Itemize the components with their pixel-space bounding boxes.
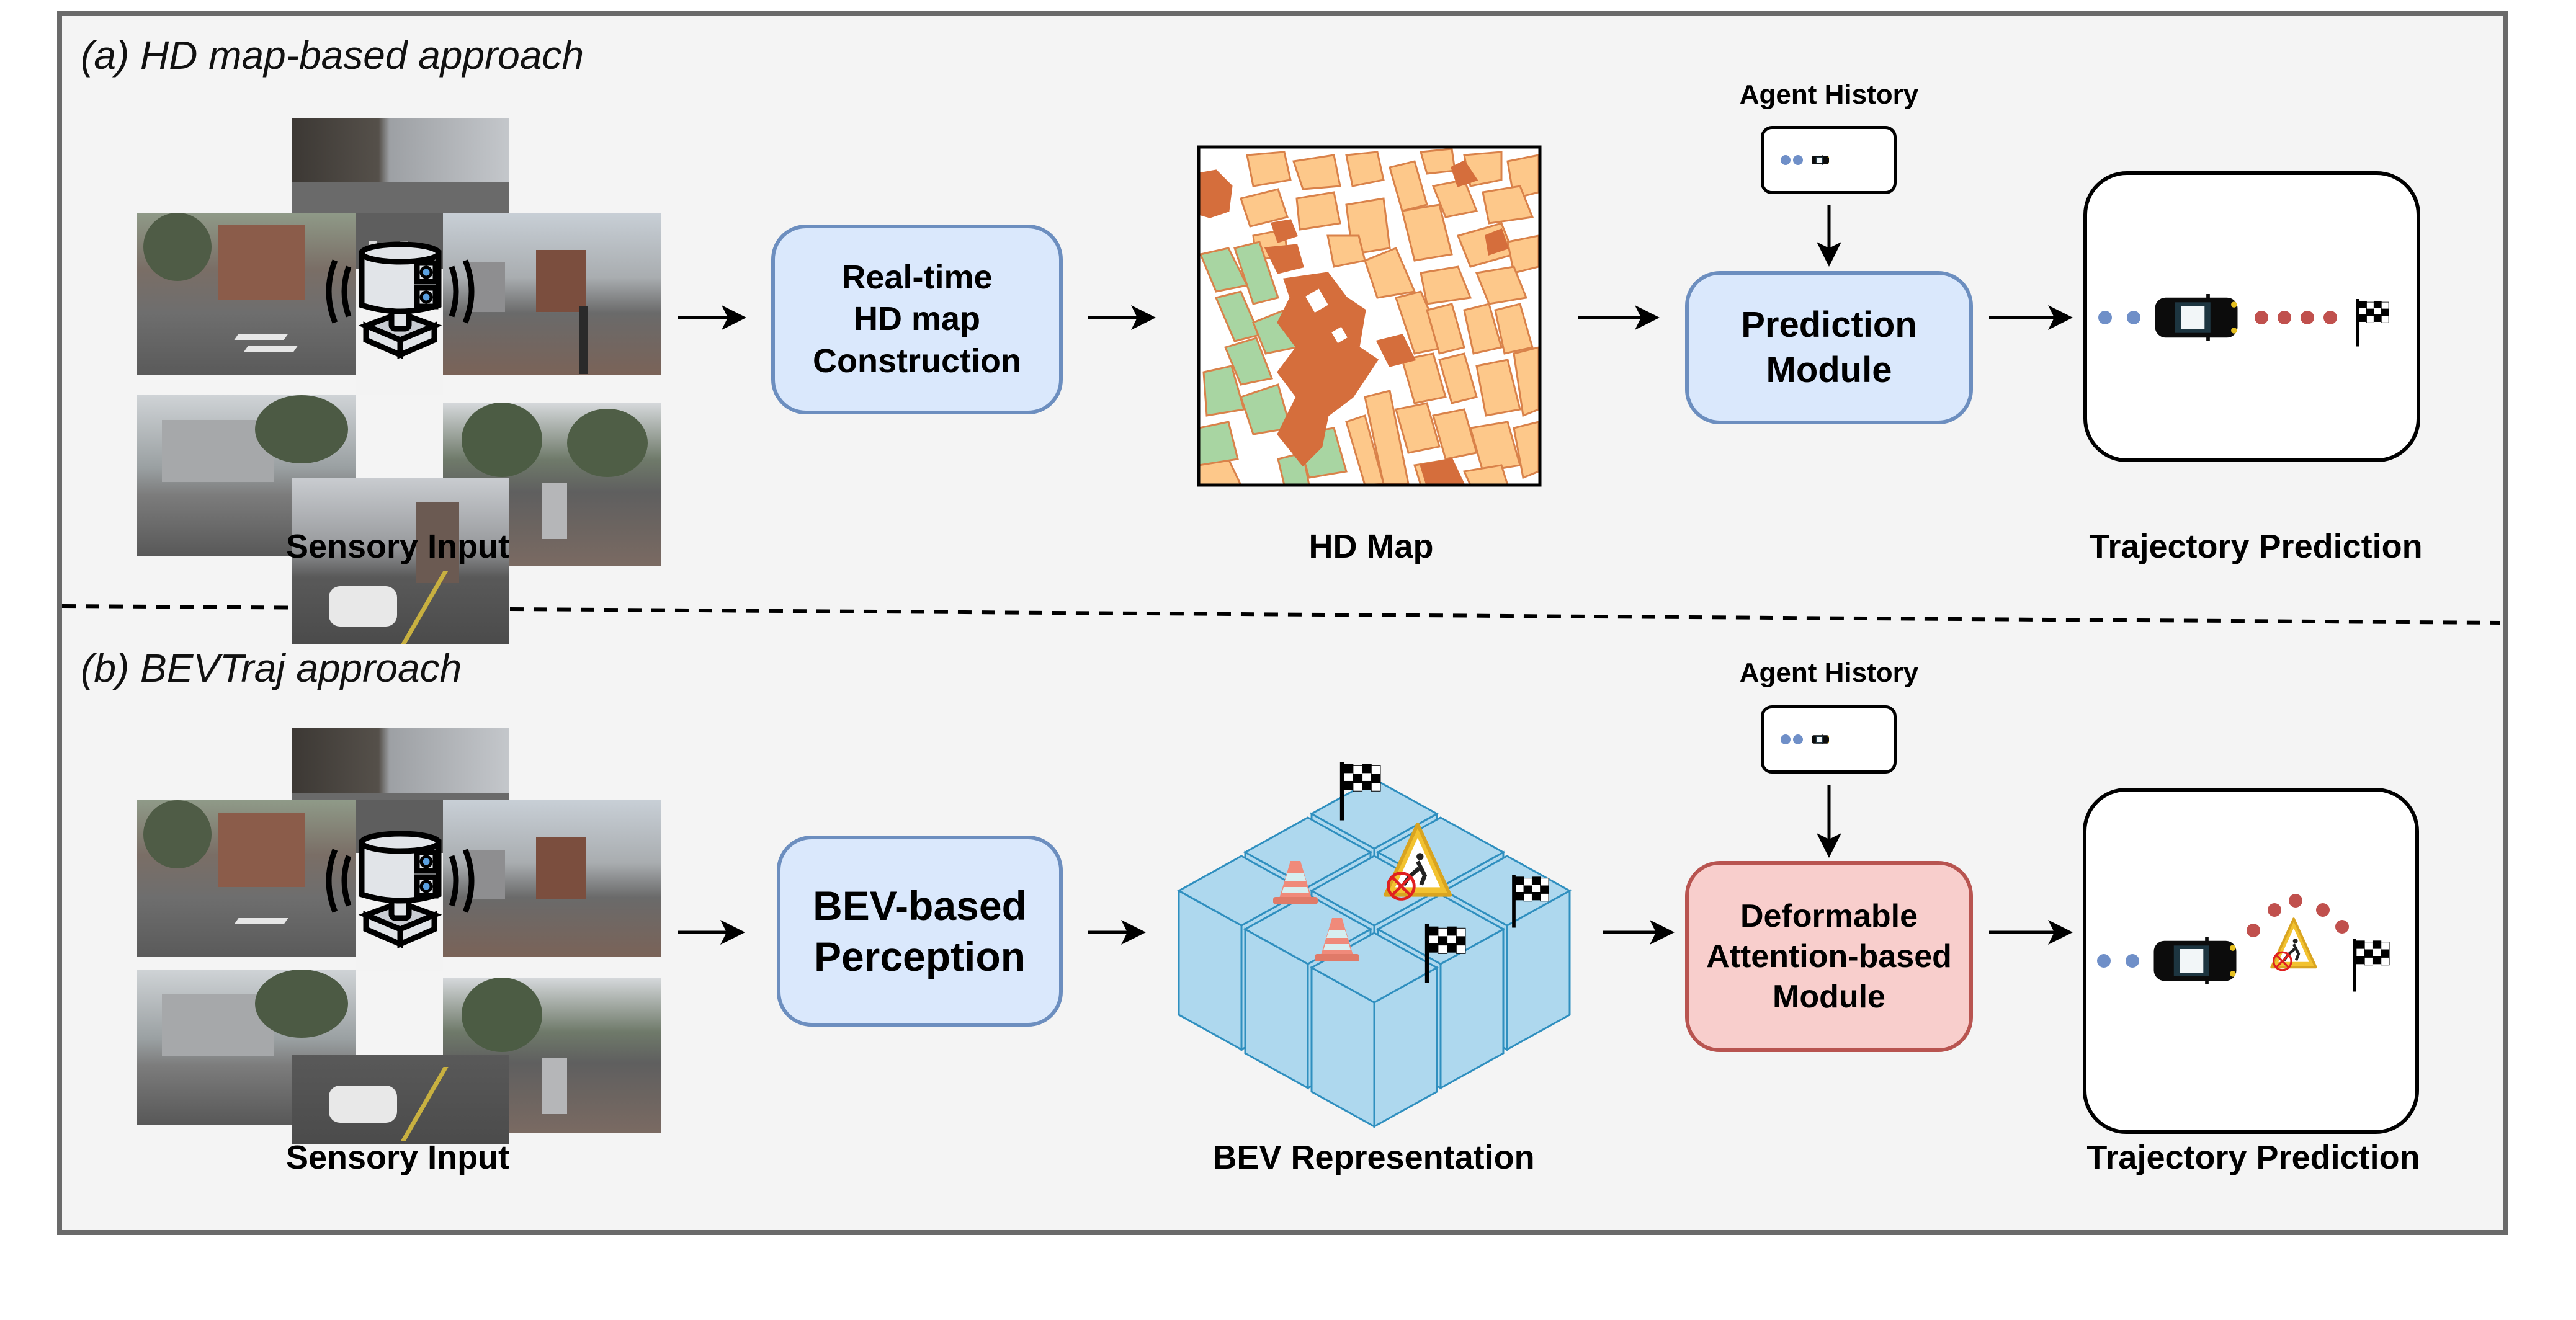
trajectory-content-a [2098,293,2389,347]
traffic-cone-icon [1315,918,1359,961]
history-dot [2097,954,2111,968]
checkered-flag-icon [1339,762,1381,821]
sensory-input-label-a: Sensory Input [285,528,510,565]
hd-map-construction-text: Real-time HD map Construction [813,258,1021,380]
future-dot [2247,924,2260,937]
checkered-flag-icon [2353,939,2390,992]
future-dot [2323,311,2337,324]
camera-image-front-left [137,213,356,375]
hd-map-construction-box: Real-time HD map Construction [771,225,1063,414]
agent-history-content [1781,154,1829,166]
deformable-attention-module-text: Deformable Attention-based Module [1706,898,1952,1015]
future-dot [2255,311,2268,324]
prediction-module-text: Prediction Module [1741,305,1917,390]
history-dot [1793,734,1803,744]
prohibited-circle-icon [2272,951,2292,971]
panel-a-title: (a) HD map-based approach [81,33,584,78]
sensory-input-label-b: Sensory Input [285,1139,510,1176]
history-dot [1781,155,1791,165]
map-landmark-buildings [1199,160,1509,485]
car-top-view-icon [2155,293,2238,342]
prohibited-circle-icon [1387,872,1416,901]
deformable-attention-module-box: Deformable Attention-based Module [1685,861,1973,1052]
car-top-view-icon [2153,937,2237,985]
car-top-view-icon [1812,154,1829,166]
future-dot [2301,311,2314,324]
future-dot [2268,903,2281,917]
camera-image-rear [292,1055,509,1144]
road-work-warning-sign-icon [1383,822,1452,901]
bev-representation-label: BEV Representation [1212,1139,1535,1176]
road-work-warning-sign-icon [2270,917,2317,971]
trajectory-prediction-label-a: Trajectory Prediction [2089,528,2423,565]
map-building-blocks [1199,148,1540,485]
trajectory-prediction-label-b: Trajectory Prediction [2086,1139,2420,1176]
camera-image-front-left [137,800,356,957]
history-dot [2127,311,2140,324]
history-dot [2098,311,2112,324]
agent-history-content [1781,734,1829,745]
checkered-flag-icon [1512,875,1549,928]
agent-history-label-b: Agent History [1739,658,1919,688]
camera-image-front [292,118,509,217]
camera-image-rear [292,478,509,644]
panel-b-title: (b) BEVTraj approach [81,646,462,690]
camera-image-back-right [443,800,661,957]
trajectory-content-b [2097,894,2390,992]
agent-history-label-a: Agent History [1739,79,1919,110]
camera-image-back-right [443,213,661,375]
history-dot [1793,155,1803,165]
future-dot [2278,311,2291,324]
car-top-view-icon [1812,734,1829,745]
prediction-module-box: Prediction Module [1685,271,1973,424]
hd-map-label: HD Map [1308,528,1434,565]
traffic-cone-icon [1273,861,1318,904]
bev-perception-box: BEV-based Perception [777,836,1063,1027]
future-dot [2335,920,2349,934]
checkered-flag-icon [1424,924,1466,983]
history-dot [2126,954,2139,968]
future-dot [2316,903,2330,917]
bev-perception-text: BEV-based Perception [813,882,1027,980]
future-dot [2289,894,2302,908]
history-dot [1781,734,1791,744]
checkered-flag-icon [2356,299,2389,347]
